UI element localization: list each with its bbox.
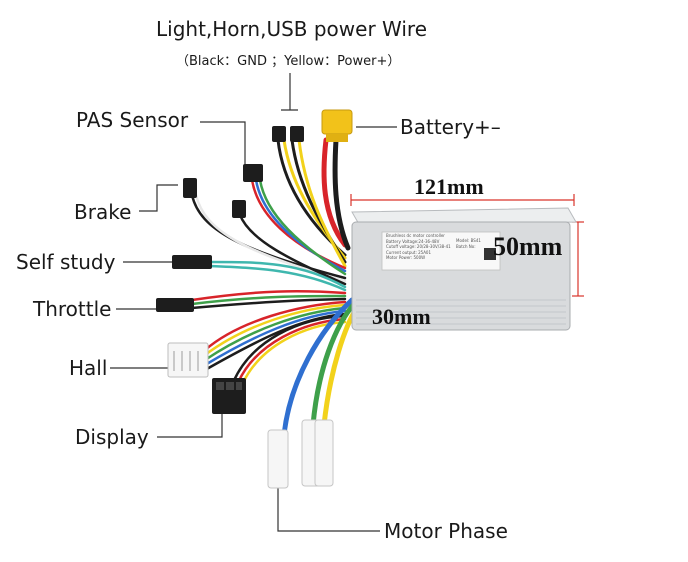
controller-model-text: Model: BS41 Batch No:	[456, 238, 481, 250]
header-note: （Black：GND ；Yellow：Power+）	[176, 54, 401, 69]
controller-spec-sticker	[381, 231, 501, 271]
throttle-connector	[156, 298, 194, 312]
header-title: Light,Horn,USB power Wire	[156, 17, 428, 41]
leader-pas	[200, 121, 246, 165]
spec-line-4: Current output: 25A01	[386, 249, 432, 255]
controller-spec-text: Brushless dc motor controller Battery Vo…	[386, 233, 451, 261]
spec-line-5: Motor Power: 500W	[386, 255, 426, 260]
label-self-study: Self study	[16, 250, 116, 274]
dimension-length: 121mm	[414, 174, 484, 199]
brake-connector-1	[183, 178, 197, 198]
spec-model: Model: BS41	[456, 238, 481, 243]
brake-connector-2	[232, 200, 246, 218]
leader-brake	[139, 184, 178, 212]
spec-line-2: Battery Voltage:24-36-48V	[386, 238, 440, 244]
motor-phase-connectors	[267, 419, 334, 489]
leader-display	[157, 405, 223, 438]
spec-line-3: Cutoff voltage: 20/28-30V/38-41	[386, 244, 451, 249]
light-connector-2	[290, 126, 304, 142]
label-hall: Hall	[69, 356, 108, 380]
dimension-width: 30mm	[372, 304, 431, 329]
label-battery: Battery+–	[400, 115, 501, 139]
label-motor-phase: Motor Phase	[384, 519, 508, 543]
battery-xt60-connector	[321, 109, 353, 142]
label-brake: Brake	[74, 200, 132, 224]
controller-body	[351, 207, 577, 331]
hall-connector	[167, 342, 209, 378]
leader-lines	[110, 73, 397, 532]
pas-connector	[243, 164, 263, 182]
label-throttle: Throttle	[33, 297, 112, 321]
light-connector-1	[272, 126, 286, 142]
spec-batch: Batch No:	[456, 244, 476, 249]
leader-motor	[277, 488, 380, 532]
connectors	[156, 109, 440, 489]
spec-line-1: Brushless dc motor controller	[386, 233, 445, 238]
label-display: Display	[75, 425, 149, 449]
dimension-height: 50mm	[493, 232, 563, 261]
label-pas-sensor: PAS Sensor	[76, 108, 189, 132]
display-connector	[212, 378, 246, 414]
